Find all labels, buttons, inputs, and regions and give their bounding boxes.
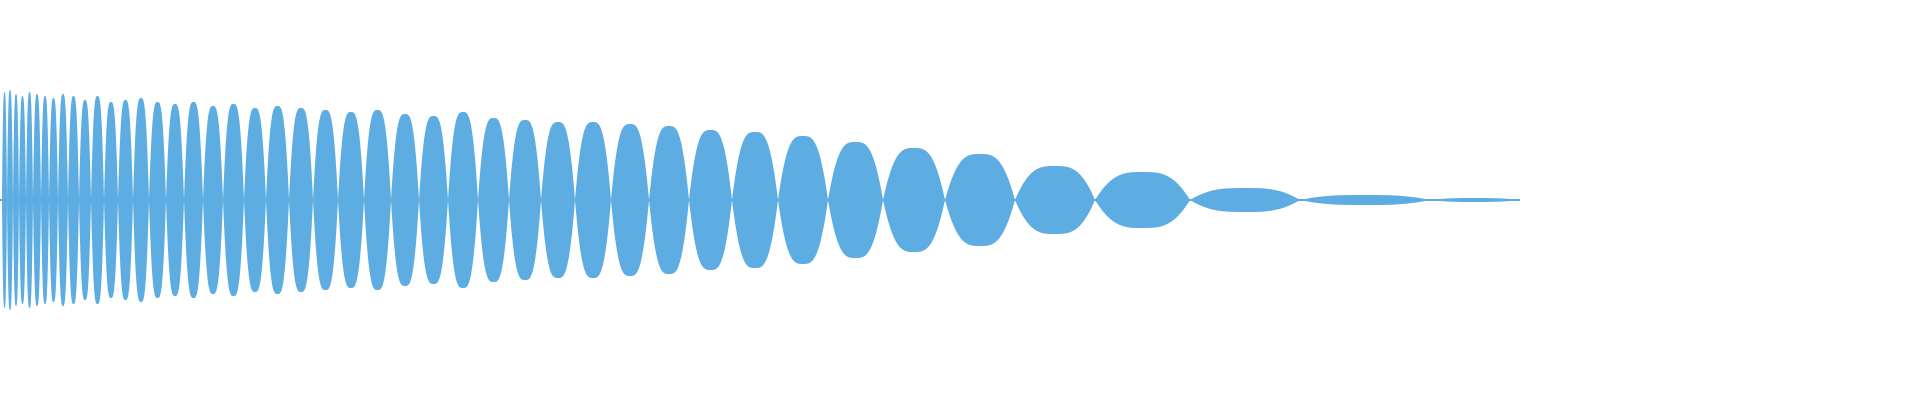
waveform-baseline xyxy=(0,199,1520,201)
waveform-lobes xyxy=(0,90,1520,310)
